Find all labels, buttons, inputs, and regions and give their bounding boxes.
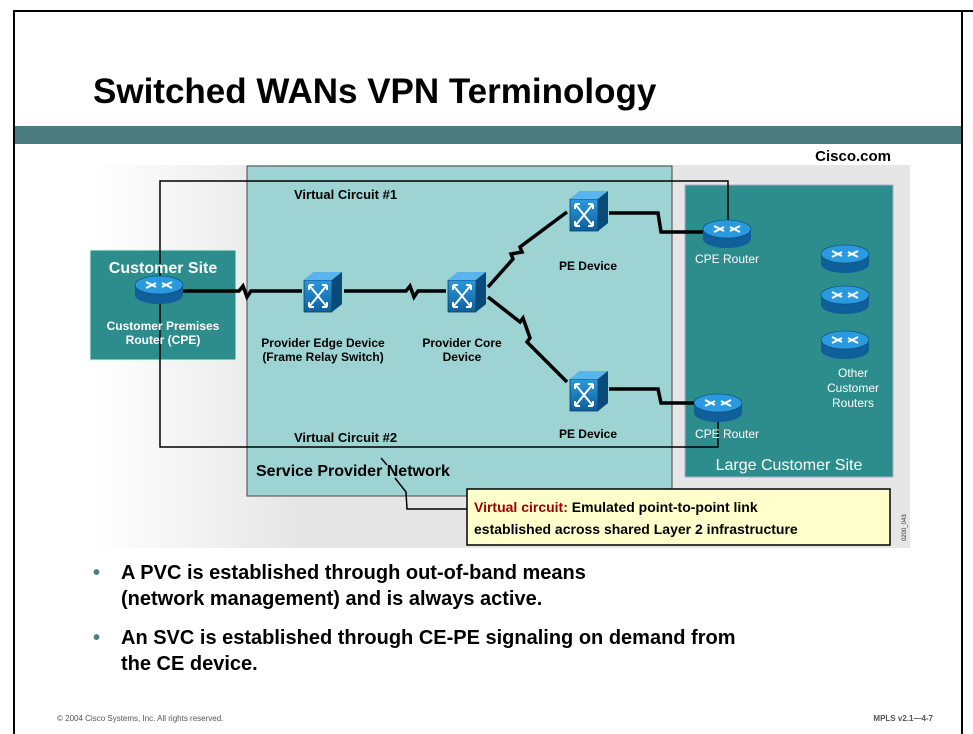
large-customer-site-label: Large Customer Site [716, 457, 863, 474]
other-router-1-icon [820, 244, 870, 274]
pe-device-bottom-label: PE Device [559, 427, 617, 441]
slide-frame-left [13, 10, 15, 734]
provider-edge-label-line2: (Frame Relay Switch) [262, 350, 383, 364]
provider-core-label-line2: Device [443, 350, 482, 364]
provider-core-switch-icon [447, 271, 487, 313]
provider-edge-switch-icon [303, 271, 343, 313]
pe-device-top-switch-icon [569, 190, 609, 232]
other-routers-label-line1: Other [838, 366, 868, 380]
other-routers-label-line3: Routers [832, 396, 874, 410]
cpe-router-bottom-label: CPE Router [695, 427, 759, 441]
bullet-item: • A PVC is established through out-of-ba… [93, 560, 953, 612]
provider-edge-label-line1: Provider Edge Device [261, 336, 385, 350]
slide-frame-top [13, 10, 973, 12]
bullet-1-line1: A PVC is established through out-of-band… [121, 562, 586, 584]
cpe-label-line2: Router (CPE) [126, 333, 201, 347]
cpe-router-bottom-icon [693, 393, 743, 423]
virtual-circuit-1-path [159, 180, 729, 282]
callout-term: Virtual circuit: [474, 499, 568, 515]
title-bar [15, 126, 961, 144]
course-footer: MPLS v2.1—4-7 [873, 714, 933, 723]
other-router-3-icon [820, 330, 870, 360]
cpe-router-top-icon [702, 219, 752, 249]
bullet-list: • A PVC is established through out-of-ba… [93, 560, 953, 690]
customer-site-label: Customer Site [109, 260, 218, 277]
virtual-circuit-2-path [159, 282, 719, 448]
virtual-circuit-1-label: Virtual Circuit #1 [294, 187, 397, 202]
bullet-1-line2: (network management) and is always activ… [121, 588, 543, 610]
virtual-circuit-callout [466, 488, 891, 546]
slide-title: Switched WANs VPN Terminology [93, 72, 657, 111]
brand-label: Cisco.com [815, 148, 891, 165]
serial-links [183, 210, 703, 405]
provider-core-label-line1: Provider Core [422, 336, 502, 350]
other-routers-label-line2: Customer [827, 381, 879, 395]
pe-device-bottom-switch-icon [569, 370, 609, 412]
bullet-2-line1: An SVC is established through CE-PE sign… [121, 627, 736, 649]
bullet-item: • An SVC is established through CE-PE si… [93, 625, 953, 677]
other-router-2-icon [820, 285, 870, 315]
bullet-marker: • [93, 562, 101, 584]
callout-leader [380, 457, 467, 510]
cpe-router-top-label: CPE Router [695, 252, 759, 266]
callout-line2: established across shared Layer 2 infras… [474, 521, 798, 537]
callout-line1: Virtual circuit: Emulated point-to-point… [474, 499, 758, 515]
slide-frame-right [961, 10, 963, 734]
copyright-footer: © 2004 Cisco Systems, Inc. All rights re… [57, 714, 224, 723]
bullet-marker: • [93, 627, 101, 649]
bullet-2-line2: the CE device. [121, 653, 258, 675]
callout-definition-line1: Emulated point-to-point link [568, 499, 758, 515]
customer-site-area [89, 249, 237, 361]
cpe-router-icon [134, 275, 184, 305]
service-provider-network-label: Service Provider Network [256, 463, 450, 480]
virtual-circuit-2-label: Virtual Circuit #2 [294, 430, 397, 445]
cpe-label-line1: Customer Premises [107, 319, 220, 333]
pe-device-top-label: PE Device [559, 259, 617, 273]
figure-id: 0200_043 [902, 514, 908, 541]
